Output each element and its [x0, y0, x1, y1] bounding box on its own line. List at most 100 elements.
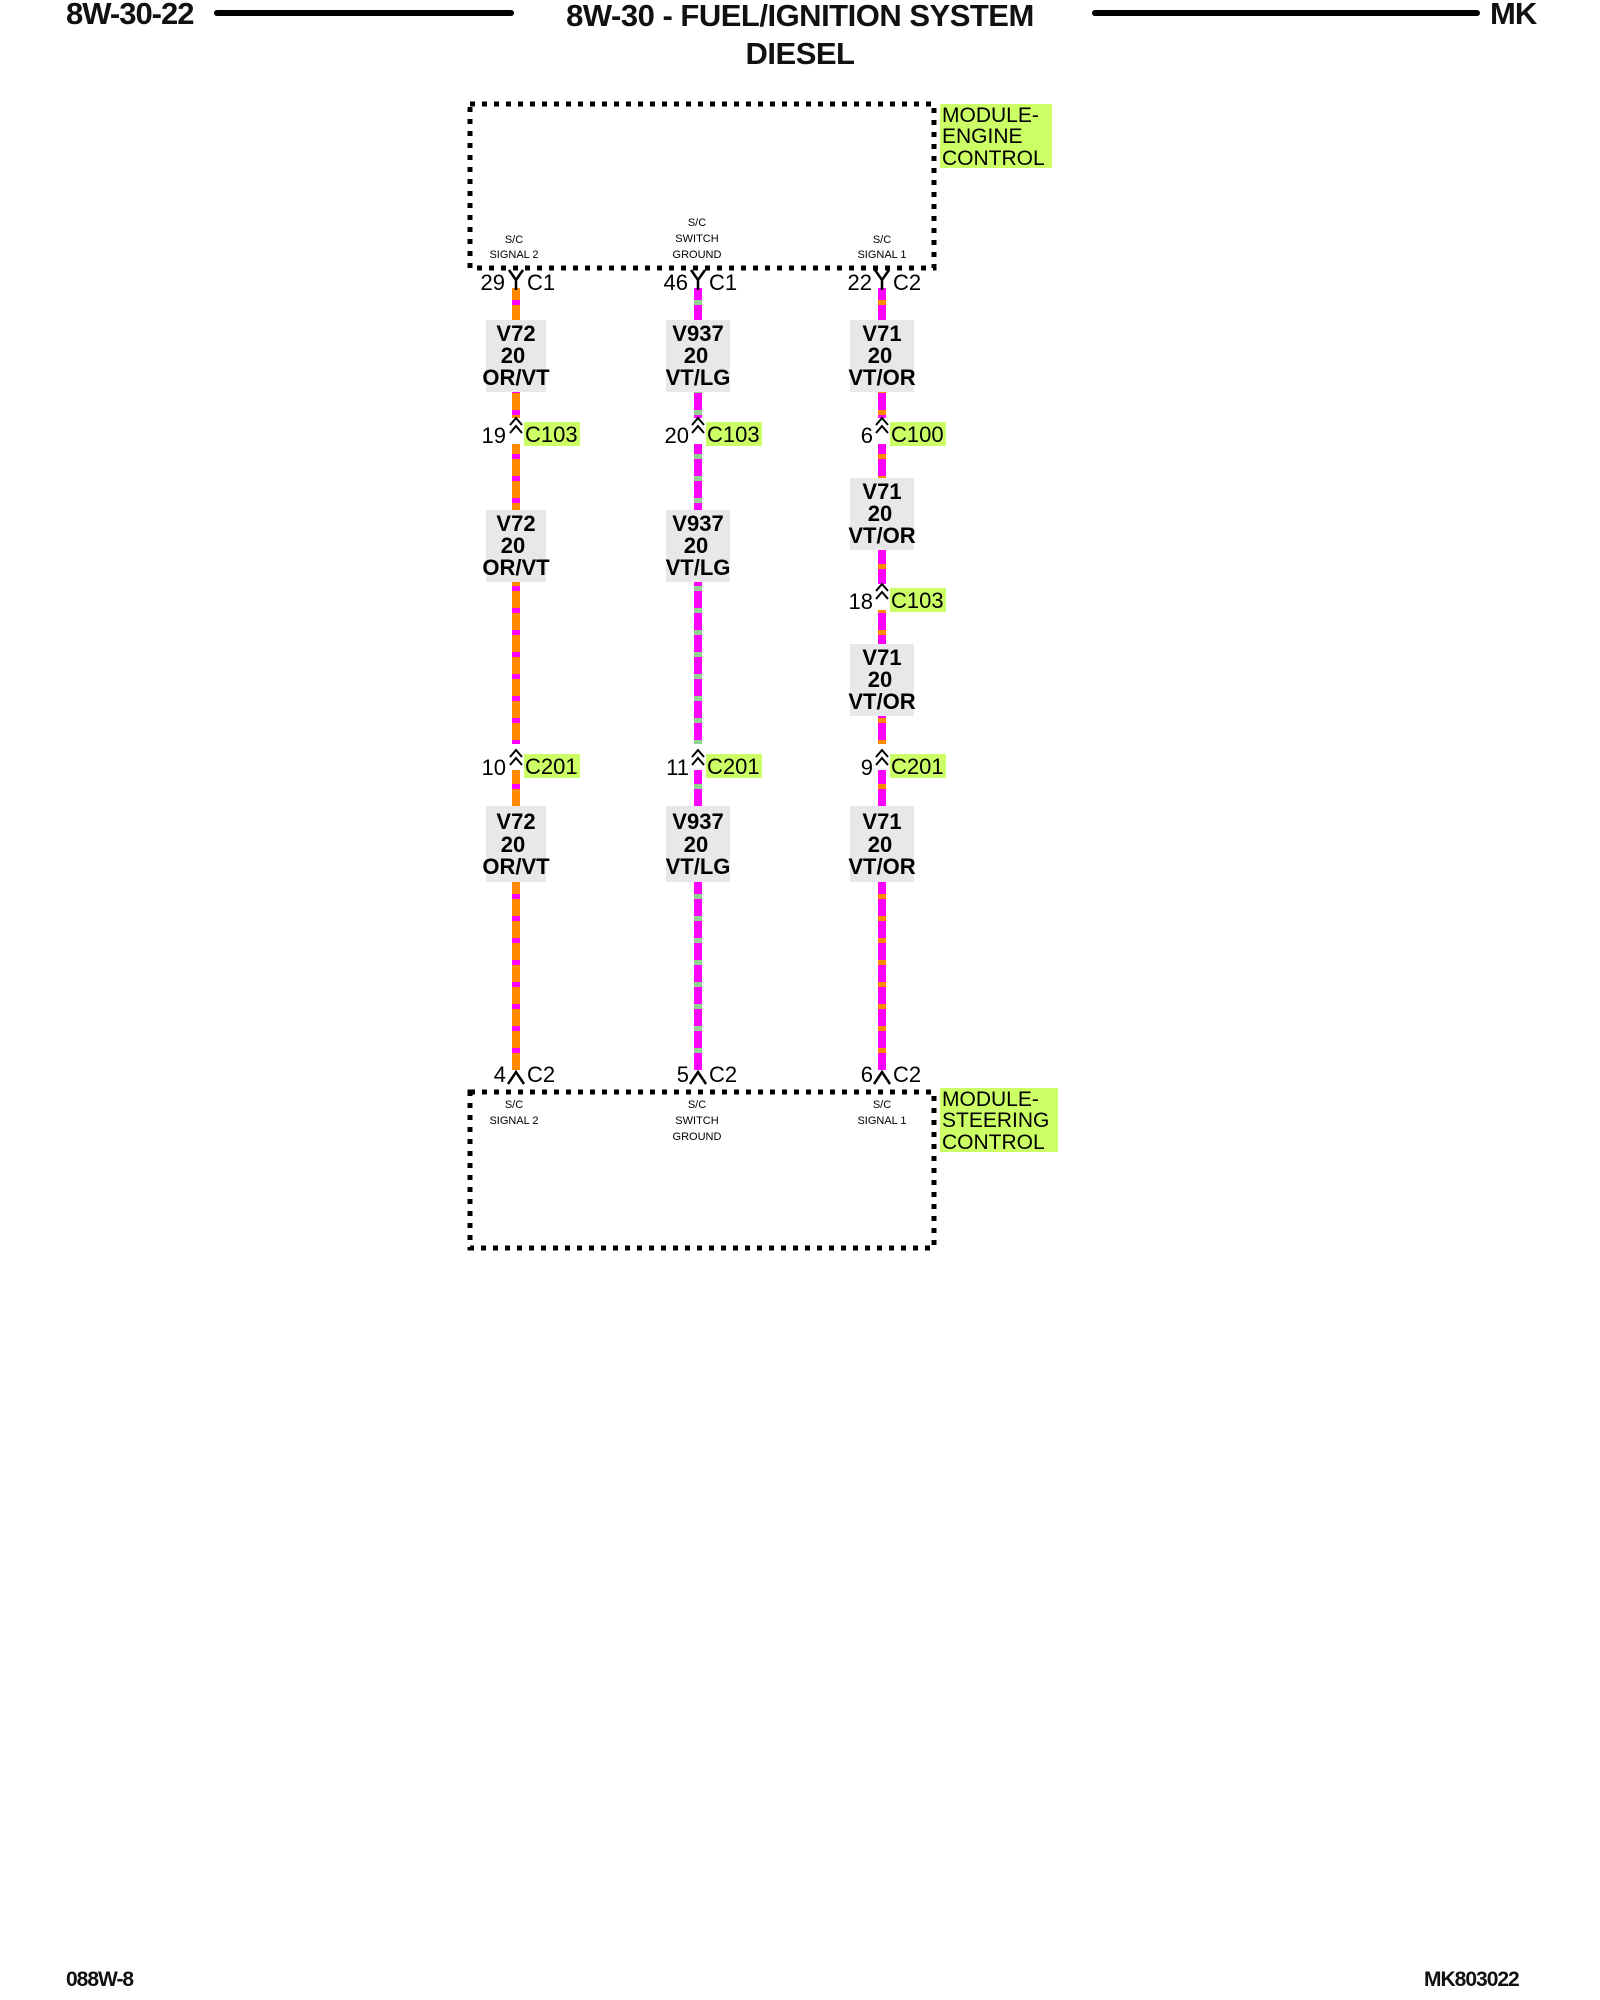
- wire-segment: [878, 392, 886, 418]
- wire-color: OR/VT: [482, 555, 550, 580]
- steering-pin-label-sig2-2: SIGNAL 2: [489, 1115, 538, 1127]
- circuit-b: 46 C1 V937 20 VT/LG 20 C103 V937 20 VT/L…: [664, 269, 762, 1087]
- wire-label-bg: [666, 510, 730, 582]
- wire-segment: [512, 392, 520, 418]
- wire-segment: [512, 444, 520, 510]
- wire-color: VT/OR: [848, 365, 915, 390]
- inline-connector-chevron: [691, 416, 705, 434]
- wire-gauge: 20: [501, 832, 525, 857]
- inline-connector-id: C103: [525, 422, 578, 447]
- engine-module-label-1: MODULE-: [942, 104, 1039, 127]
- inline-connector-chevron: [875, 748, 889, 766]
- wire-id: V937: [672, 809, 723, 834]
- footer-right-code: MK803022: [1424, 1968, 1520, 1991]
- inline-connector-id: C201: [525, 754, 578, 779]
- wire-color: VT/LG: [666, 854, 731, 879]
- bottom-connector: C2: [709, 1062, 737, 1087]
- wire-color: VT/OR: [848, 854, 915, 879]
- wire-label-bg: [666, 806, 730, 882]
- pin-y-terminal: [689, 269, 707, 290]
- pin-y-terminal: [873, 269, 891, 290]
- wire-id: V937: [672, 511, 723, 536]
- engine-control-module-box: [467, 101, 937, 271]
- pin-chevron-terminal: [688, 1069, 708, 1085]
- wire-gauge: 20: [868, 501, 892, 526]
- wire-segment: [512, 880, 520, 1070]
- engine-pin-label-gnd-1: S/C: [688, 217, 706, 229]
- pin-y-terminal: [507, 269, 525, 290]
- bottom-connector: C2: [527, 1062, 555, 1087]
- inline-connector-id: C201: [891, 754, 944, 779]
- wire-color: OR/VT: [482, 365, 550, 390]
- wire-segment: [878, 610, 886, 646]
- bottom-pin-number: 5: [677, 1062, 689, 1087]
- wire-label-bg: [486, 510, 546, 582]
- wire-color: VT/OR: [848, 689, 915, 714]
- engine-pin-label-sig2-1: S/C: [505, 234, 523, 246]
- header-rule-right: [1092, 10, 1480, 16]
- wire-segment: [694, 770, 702, 810]
- wire-label-bg: [850, 806, 914, 882]
- steering-pin-label-gnd-3: GROUND: [673, 1131, 722, 1143]
- page-code-right: MK: [1490, 0, 1537, 31]
- circuit-c: 22 C2 V71 20 VT/OR 6 C100 V71 20 VT/OR 1…: [848, 269, 946, 1087]
- wire-segment: [512, 580, 520, 744]
- engine-module-label-2: ENGINE: [942, 125, 1023, 148]
- wire-segment: [694, 580, 702, 744]
- inline-connector-id: C100: [891, 422, 944, 447]
- bottom-pin-number: 6: [861, 1062, 873, 1087]
- wire-gauge: 20: [684, 343, 708, 368]
- wire-id: V71: [862, 645, 901, 670]
- wire-segment: [878, 770, 886, 810]
- wire-gauge: 20: [868, 667, 892, 692]
- wire-gauge: 20: [501, 533, 525, 558]
- wire-segment: [694, 288, 702, 328]
- steering-pin-label-sig2-1: S/C: [505, 1099, 523, 1111]
- wire-color: VT/LG: [666, 365, 731, 390]
- top-pin-number: 22: [848, 270, 872, 295]
- steering-pin-label-sig1-2: SIGNAL 1: [857, 1115, 906, 1127]
- connector-highlight: [890, 588, 946, 612]
- inline-pin-number: 18: [849, 589, 873, 614]
- title-line: 8W-30 - FUEL/IGNITION SYSTEM: [566, 0, 1034, 33]
- wire-color: VT/OR: [848, 523, 915, 548]
- wire-segment: [512, 770, 520, 810]
- wire-label-bg: [486, 806, 546, 882]
- header-rule-left: [214, 10, 514, 16]
- wire-id: V71: [862, 809, 901, 834]
- connector-highlight: [890, 422, 946, 446]
- engine-module-label-3: CONTROL: [942, 147, 1045, 170]
- wire-segment: [694, 392, 702, 418]
- wire-segment: [878, 716, 886, 744]
- inline-pin-number: 10: [482, 755, 506, 780]
- footer-left-code: 088W-8: [66, 1968, 134, 1991]
- pin-chevron-terminal: [872, 1069, 892, 1085]
- connector-highlight: [706, 754, 762, 778]
- wire-gauge: 20: [684, 832, 708, 857]
- steering-pin-label-sig1-1: S/C: [873, 1099, 891, 1111]
- steering-pin-label-gnd-1: S/C: [688, 1099, 706, 1111]
- inline-connector-chevron: [509, 748, 523, 766]
- top-pin-number: 46: [664, 270, 688, 295]
- inline-connector-chevron: [875, 582, 889, 600]
- wire-label-bg: [850, 644, 914, 716]
- steering-pin-label-gnd-2: SWITCH: [675, 1115, 718, 1127]
- steering-module-label-bg: [940, 1088, 1058, 1152]
- wire-color: OR/VT: [482, 854, 550, 879]
- wire-gauge: 20: [501, 343, 525, 368]
- connector-highlight: [706, 422, 762, 446]
- wire-segment: [512, 288, 520, 328]
- wire-segment: [878, 880, 886, 1070]
- top-pin-number: 29: [481, 270, 505, 295]
- engine-pin-label-gnd-3: GROUND: [673, 249, 722, 261]
- connector-highlight: [524, 754, 580, 778]
- subtitle-line: DIESEL: [745, 36, 855, 71]
- wire-segment: [694, 880, 702, 1070]
- wire-segment: [694, 444, 702, 510]
- connector-highlight: [524, 422, 580, 446]
- inline-pin-number: 19: [482, 423, 506, 448]
- engine-pin-label-sig1-1: S/C: [873, 234, 891, 246]
- top-connector: C1: [527, 270, 555, 295]
- steering-module-label-1: MODULE-: [942, 1088, 1039, 1111]
